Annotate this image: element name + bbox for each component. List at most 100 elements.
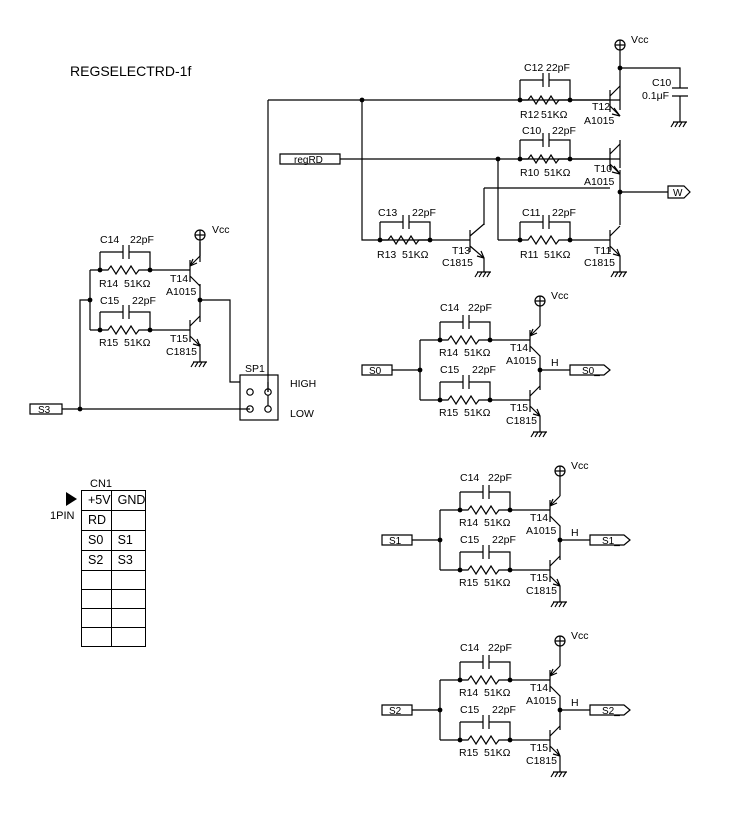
capacitor-c14 bbox=[462, 315, 470, 329]
t14-ref: T14 bbox=[530, 512, 548, 524]
t13-ref: T13 bbox=[452, 245, 470, 257]
c15-value: 22pF bbox=[492, 534, 516, 546]
junction-dots bbox=[359, 65, 623, 243]
t15-part: C1815 bbox=[526, 585, 557, 597]
wire-output bbox=[559, 476, 590, 541]
wire-right-rail bbox=[619, 68, 668, 225]
jumper-sp1[interactable] bbox=[239, 374, 279, 421]
c15-ref: C15 bbox=[440, 364, 459, 376]
wire-s3-to-gates bbox=[79, 270, 91, 409]
t11-ref: T11 bbox=[594, 245, 611, 257]
c12-value: 22pF bbox=[546, 62, 570, 74]
resistor-r14 bbox=[460, 674, 510, 686]
cn1-row bbox=[81, 608, 147, 628]
r15-value: 51KΩ bbox=[124, 337, 151, 349]
transistor-t13 bbox=[469, 223, 485, 272]
r13-ref: R13 bbox=[377, 249, 396, 261]
t15-ref: T15 bbox=[530, 742, 548, 754]
junction-dot bbox=[437, 707, 443, 713]
rc-pair-c14-r14 bbox=[439, 321, 530, 341]
net-label-w: W bbox=[673, 188, 683, 199]
c10-value: 22pF bbox=[552, 125, 576, 137]
t14-ref: T14 bbox=[170, 273, 188, 285]
rc-pair-c11-r11 bbox=[519, 215, 571, 246]
rc-pair-c12-r12 bbox=[519, 73, 610, 106]
junction-dot bbox=[457, 677, 463, 683]
junction-dot bbox=[487, 337, 493, 343]
r13-value: 51KΩ bbox=[402, 249, 429, 261]
net-label-input: S0 bbox=[369, 366, 382, 377]
c14-value: 22pF bbox=[488, 642, 512, 654]
cn1-pin-left bbox=[81, 570, 112, 590]
wire-output bbox=[539, 306, 570, 371]
net-label-output: S0_ bbox=[582, 366, 600, 377]
transistor-t14 bbox=[549, 495, 561, 560]
c13-value: 22pF bbox=[412, 207, 436, 219]
r10-ref: R10 bbox=[520, 167, 539, 179]
wire-c10 bbox=[620, 67, 681, 88]
net-label-input: S1 bbox=[389, 536, 402, 547]
r14-ref: R14 bbox=[459, 687, 478, 699]
vcc-label: Vcc bbox=[571, 630, 589, 642]
ground-icon bbox=[670, 121, 687, 128]
c14-ref: C14 bbox=[460, 472, 479, 484]
cn1-row bbox=[81, 589, 147, 609]
transistor-t15 bbox=[189, 315, 201, 347]
vcc-label: Vcc bbox=[571, 460, 589, 472]
t12-ref: T12 bbox=[592, 101, 610, 113]
rc-pair-c15-r15 bbox=[459, 551, 550, 571]
s3-level-block: S3 Vcc bbox=[29, 224, 316, 421]
junction-dot bbox=[557, 537, 563, 543]
wire-gate-bases bbox=[90, 269, 190, 331]
r11-value: 51KΩ bbox=[544, 249, 571, 261]
r11-ref: R11 bbox=[520, 249, 539, 261]
rc-pair-c15-r15 bbox=[439, 381, 530, 401]
transistor-t15 bbox=[549, 555, 561, 602]
ground-icon bbox=[610, 271, 627, 278]
wire-output bbox=[559, 646, 590, 711]
wire-gate-outputs bbox=[199, 242, 240, 383]
wire-input-split bbox=[440, 509, 460, 571]
rc-pair-c10-r10 bbox=[519, 133, 610, 165]
junction-dot bbox=[557, 707, 563, 713]
junction-dot bbox=[417, 367, 423, 373]
resistor-r15 bbox=[440, 394, 490, 406]
r12-value: 51KΩ bbox=[541, 109, 568, 121]
c15-value: 22pF bbox=[492, 704, 516, 716]
transistor-t15 bbox=[529, 385, 541, 432]
junction-dot bbox=[457, 507, 463, 513]
c12-ref: C12 bbox=[524, 62, 543, 74]
vcc-icon bbox=[194, 229, 206, 256]
vcc-label: Vcc bbox=[551, 290, 569, 302]
vcc-label: Vcc bbox=[631, 34, 649, 46]
net-flag-regrd bbox=[279, 153, 341, 165]
rc-pair-c15-r15 bbox=[99, 305, 151, 336]
r15-ref: R15 bbox=[459, 747, 478, 759]
t15-part: C1815 bbox=[506, 415, 537, 427]
transistor-t14 bbox=[529, 325, 541, 390]
cn1-pin-right: S3 bbox=[110, 550, 147, 571]
cn1-row bbox=[81, 627, 147, 647]
transistor-t10 bbox=[609, 143, 621, 175]
r14-ref: R14 bbox=[99, 278, 118, 290]
junction-dot bbox=[507, 507, 513, 513]
junction-dot bbox=[457, 737, 463, 743]
net-flag-output bbox=[589, 704, 631, 716]
capacitor-c10 bbox=[672, 87, 688, 97]
c14-value: 22pF bbox=[488, 472, 512, 484]
capacitor-c15 bbox=[482, 715, 490, 729]
c14-ref: C14 bbox=[440, 302, 459, 314]
transistor-t11 bbox=[609, 225, 621, 272]
junction-dots bbox=[77, 267, 203, 412]
t15-ref: T15 bbox=[530, 572, 548, 584]
junction-dot bbox=[437, 337, 443, 343]
capacitor-c14 bbox=[482, 655, 490, 669]
net-label-output: S2_ bbox=[602, 706, 620, 717]
junction-dot bbox=[437, 397, 443, 403]
capacitor-c15 bbox=[482, 545, 490, 559]
